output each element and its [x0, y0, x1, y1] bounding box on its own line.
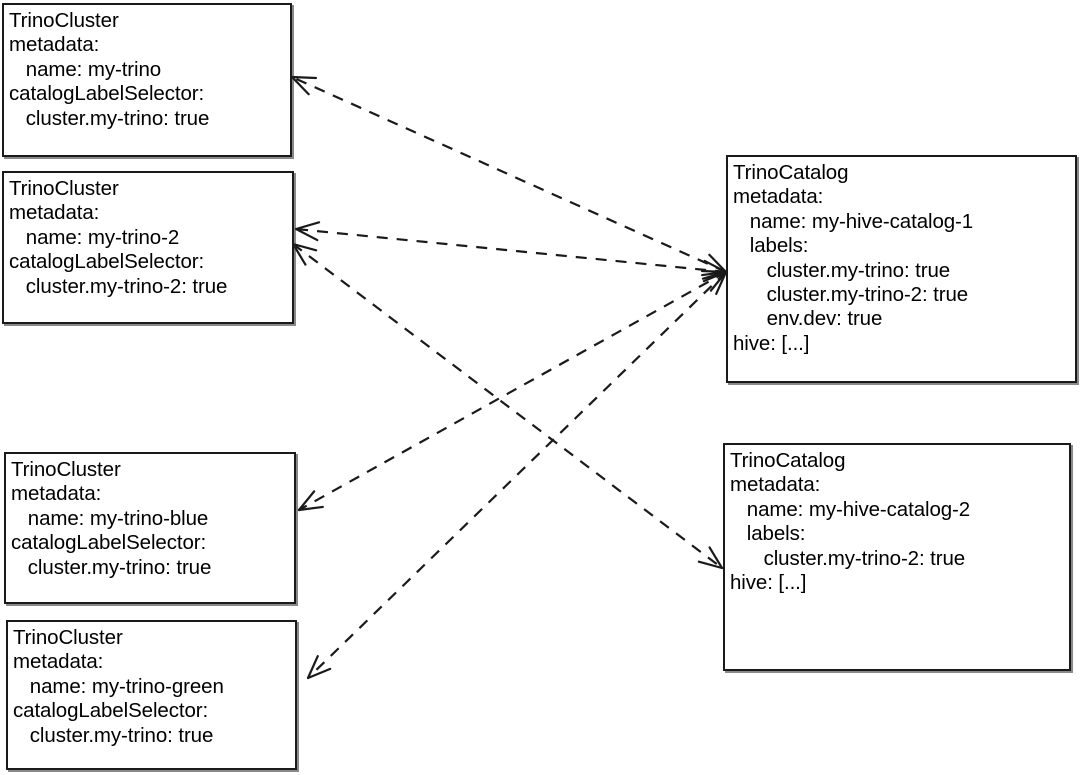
diagram-edge [291, 242, 724, 570]
node-trinocluster-my-trino-2[interactable]: TrinoCluster metadata: name: my-trino-2 … [2, 171, 294, 324]
node-trinocatalog-my-hive-catalog-1[interactable]: TrinoCatalog metadata: name: my-hive-cat… [726, 155, 1077, 383]
arrowhead-icon [297, 490, 324, 512]
node-trinocluster-my-trino-blue[interactable]: TrinoCluster metadata: name: my-trino-bl… [4, 452, 296, 604]
node-text: TrinoCluster metadata: name: my-trino-bl… [11, 458, 212, 579]
diagram-edge [306, 270, 728, 680]
arrowhead-icon [701, 259, 728, 280]
diagram-edge [290, 75, 728, 274]
arrowhead-icon [290, 75, 318, 96]
arrowhead-icon [697, 546, 724, 570]
node-text: TrinoCluster metadata: name: my-trino-gr… [13, 626, 224, 747]
node-trinocatalog-my-hive-catalog-2[interactable]: TrinoCatalog metadata: name: my-hive-cat… [723, 443, 1071, 671]
node-text: TrinoCluster metadata: name: my-trino-2 … [9, 177, 228, 298]
arrowhead-icon [306, 654, 332, 680]
arrowhead-icon [702, 270, 728, 296]
node-text: TrinoCluster metadata: name: my-trino ca… [9, 9, 210, 130]
arrowhead-icon [294, 221, 321, 242]
diagram-edge [297, 270, 728, 512]
diagram-edge [294, 221, 728, 280]
arrowhead-icon [701, 270, 728, 292]
node-text: TrinoCatalog metadata: name: my-hive-cat… [730, 449, 971, 595]
arrowhead-icon [700, 253, 728, 274]
node-trinocluster-my-trino[interactable]: TrinoCluster metadata: name: my-trino ca… [2, 3, 292, 157]
node-text: TrinoCatalog metadata: name: my-hive-cat… [733, 161, 974, 355]
node-trinocluster-my-trino-green[interactable]: TrinoCluster metadata: name: my-trino-gr… [6, 620, 297, 770]
arrowhead-icon [291, 242, 318, 266]
